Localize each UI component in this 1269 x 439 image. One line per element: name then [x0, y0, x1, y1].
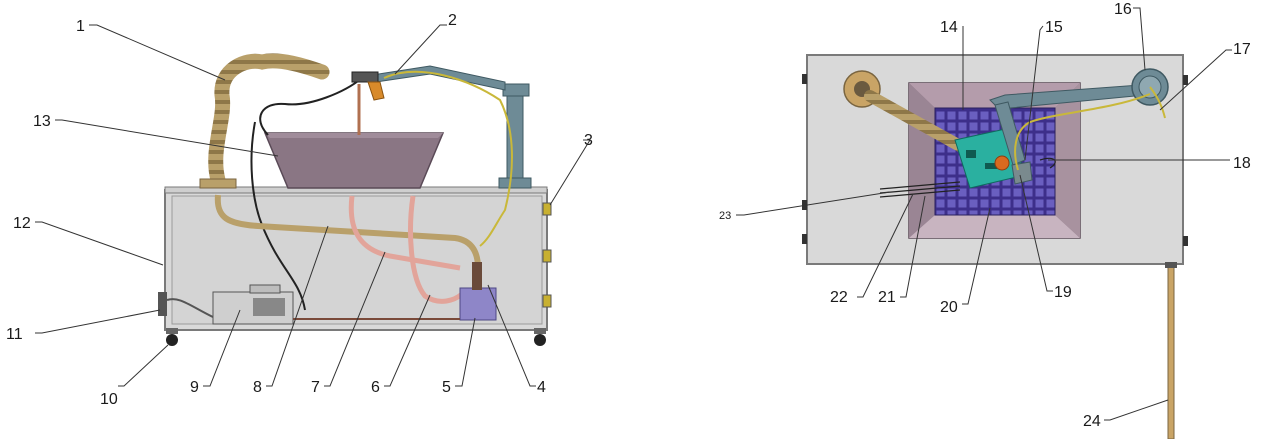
pink-tube-7 [348, 195, 461, 271]
arm-column-base [498, 177, 532, 189]
lead-wire-3 [879, 189, 961, 198]
top-tab-right-1 [1183, 75, 1188, 85]
power-switch [158, 292, 167, 316]
side-view-leaders [35, 24, 591, 387]
pump-nozzle [472, 262, 482, 290]
solder-head [367, 81, 385, 101]
top-view [802, 54, 1188, 439]
label-8: 8 [253, 379, 262, 396]
arm-column-post [506, 95, 524, 181]
top-tab-right-2 [1183, 236, 1188, 246]
label-1: 1 [76, 18, 85, 35]
hopper-rim [265, 133, 443, 138]
label-17: 17 [1233, 41, 1251, 58]
label-10: 10 [100, 391, 118, 408]
side-fitting-mid [542, 249, 552, 263]
yellow-wire-top [1014, 86, 1166, 171]
label-7: 7 [311, 379, 320, 396]
arm-column [502, 83, 530, 97]
label-24: 24 [1083, 413, 1101, 430]
label-4: 4 [537, 379, 546, 396]
label-3: 3 [584, 132, 593, 149]
power-cable [166, 298, 216, 319]
label-15: 15 [1045, 19, 1063, 36]
wheel-bracket-left [166, 328, 178, 334]
yellow-wire [383, 70, 513, 247]
label-6: 6 [371, 379, 380, 396]
label-22: 22 [830, 289, 848, 306]
top-view-leaders [736, 7, 1232, 421]
label-11: 11 [6, 326, 23, 343]
solder-head-top [1011, 161, 1033, 185]
top-tab-left-1 [802, 74, 807, 84]
label-12: 12 [13, 215, 31, 232]
power-supply-vent [253, 298, 285, 316]
label-16: 16 [1114, 1, 1132, 18]
lead-wire-1 [879, 181, 961, 190]
board-chip-2 [985, 163, 997, 169]
side-fitting-bottom [542, 294, 552, 308]
arm-link [371, 65, 506, 91]
extraction-hose-top [864, 90, 966, 152]
pump [459, 287, 497, 321]
wheel-right [534, 334, 546, 346]
hose-base [199, 178, 237, 189]
drain-pipe-cap [1165, 262, 1177, 268]
label-5: 5 [442, 379, 451, 396]
pink-tube-6 [408, 195, 464, 304]
label-19: 19 [1054, 284, 1072, 301]
label-20: 20 [940, 299, 958, 316]
wheel-bracket-right [534, 328, 546, 334]
side-fitting-top [542, 202, 552, 216]
board-chip-1 [966, 150, 976, 158]
drain-pipe [1167, 265, 1175, 439]
board-component [994, 155, 1010, 171]
hopper [263, 132, 445, 189]
power-supply-top [249, 284, 281, 294]
label-9: 9 [190, 379, 199, 396]
internal-duct [214, 194, 481, 269]
hopper-slope-bottom [909, 215, 1080, 238]
label-2: 2 [448, 12, 457, 29]
label-13: 13 [33, 113, 51, 130]
wheel-left [166, 334, 178, 346]
extraction-hose [208, 53, 330, 188]
top-tab-left-2 [802, 234, 807, 244]
label-21: 21 [878, 289, 896, 306]
label-23: 23 [719, 210, 731, 222]
lead-wire-2 [879, 185, 961, 194]
side-view [158, 53, 552, 346]
label-18: 18 [1233, 155, 1251, 172]
hopper-slope-left [909, 83, 935, 238]
callout-labels: 1 2 3 4 5 6 7 8 9 10 11 12 13 14 15 16 1… [6, 1, 1251, 430]
label-14: 14 [940, 19, 958, 36]
arm-clamp [351, 71, 379, 83]
